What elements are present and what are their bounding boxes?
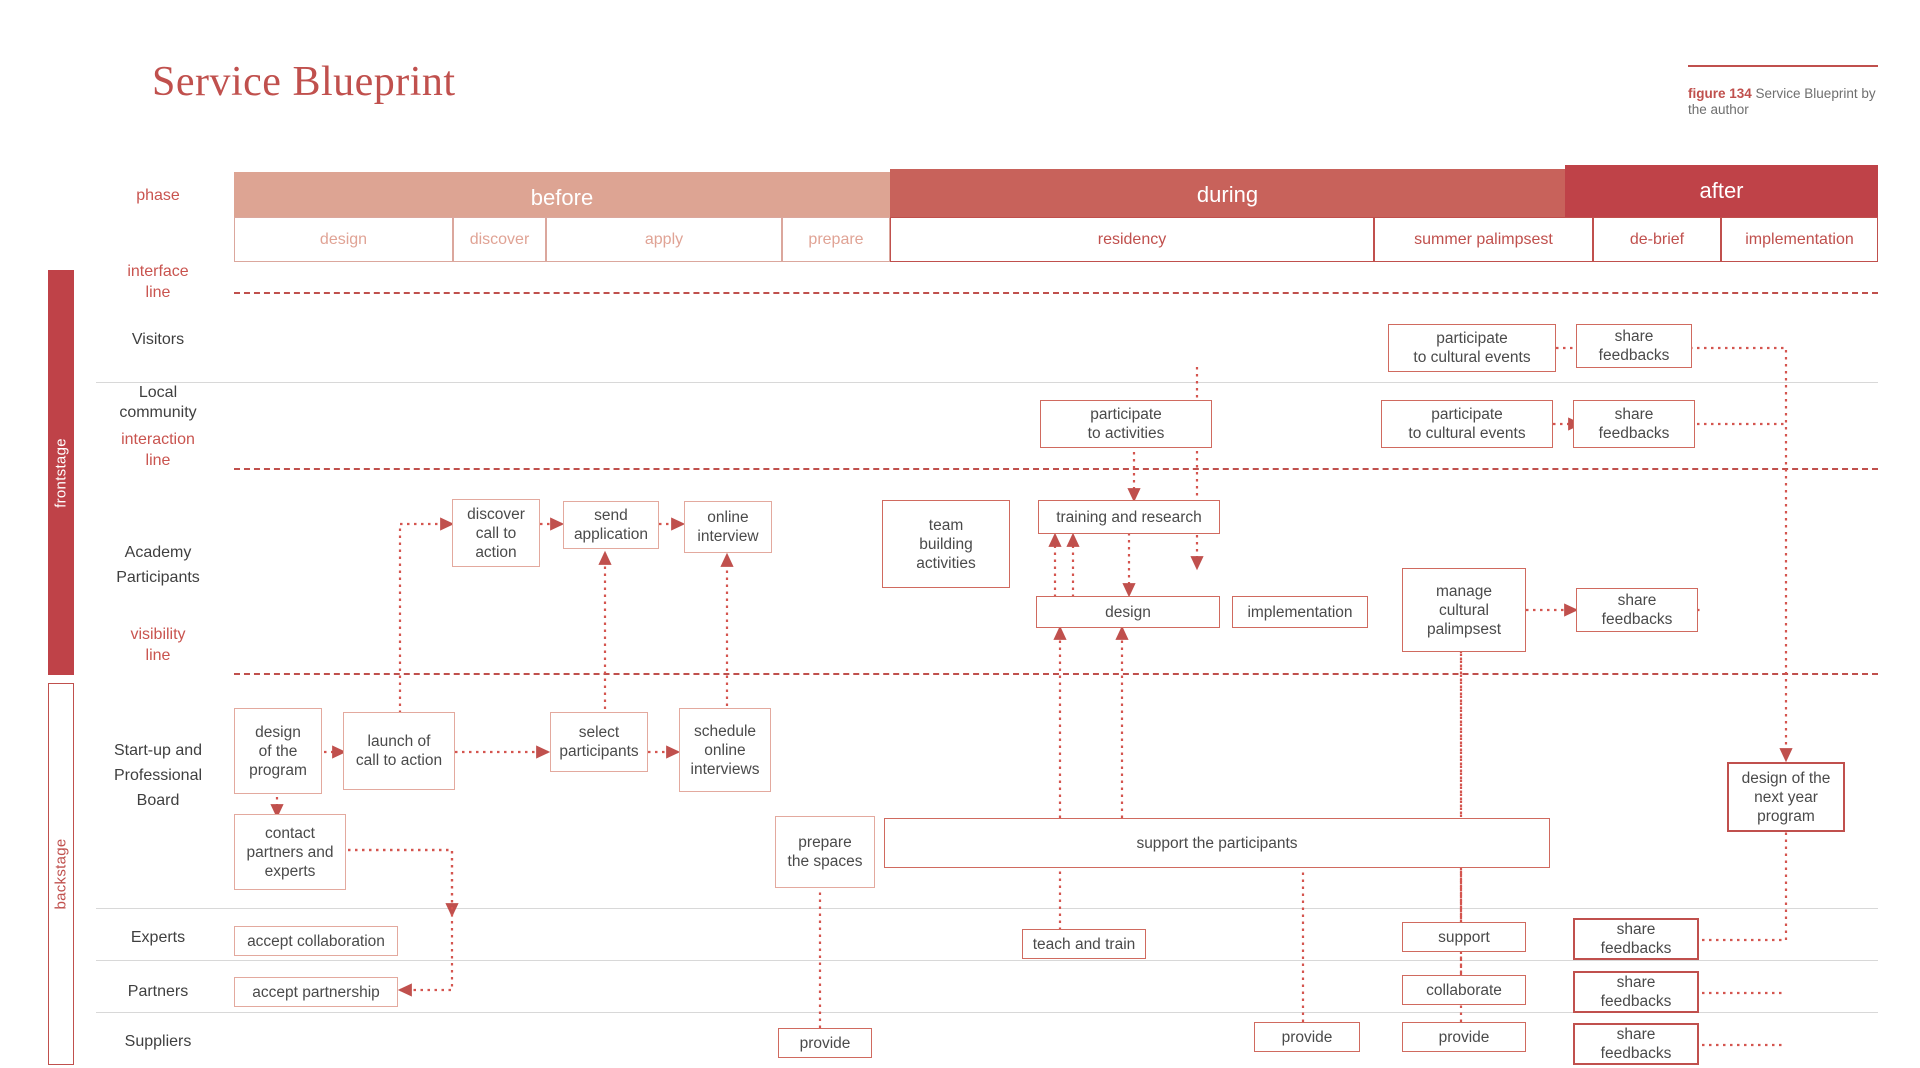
visibility-line	[234, 673, 1878, 675]
subphase-discover[interactable]: discover	[453, 217, 546, 262]
lane-label-local-2: community	[119, 404, 197, 421]
box-academy-training-research[interactable]: training and research	[1038, 500, 1220, 534]
subphase-design[interactable]: design	[234, 217, 453, 262]
row-separator-local	[96, 382, 1878, 383]
figure-caption-text: Service Blueprint by the author	[1688, 86, 1876, 117]
label-interaction-line-2: line	[145, 452, 171, 469]
box-experts-teach-train[interactable]: teach and train	[1022, 929, 1146, 959]
row-separator-partners	[96, 960, 1878, 961]
lane-label-board-3: Board	[136, 792, 180, 809]
subphase-implementation[interactable]: implementation	[1721, 217, 1878, 262]
label-visibility-line-2: line	[145, 647, 171, 664]
phase-after[interactable]: after	[1565, 165, 1878, 217]
page-title: Service Blueprint	[152, 59, 456, 105]
lane-label-local-1: Local	[138, 384, 178, 401]
box-academy-design[interactable]: design	[1036, 596, 1220, 628]
label-visibility-line-1: visibility	[130, 626, 186, 643]
box-experts-support[interactable]: support	[1402, 922, 1526, 952]
lane-label-partners: Partners	[127, 983, 189, 1000]
lane-label-academy-2: Participants	[116, 569, 200, 586]
subphase-residency[interactable]: residency	[890, 217, 1374, 262]
lane-label-board-1: Start-up and	[113, 742, 203, 759]
label-interaction-line-1: interaction	[121, 431, 195, 448]
box-partners-accept-partnership[interactable]: accept partnership	[234, 977, 398, 1007]
box-suppliers-provide-2[interactable]: provide	[1254, 1022, 1360, 1052]
box-board-support-participants[interactable]: support the participants	[884, 818, 1550, 868]
lane-label-suppliers: Suppliers	[124, 1033, 192, 1050]
figure-number: figure 134	[1688, 86, 1752, 101]
box-partners-collaborate[interactable]: collaborate	[1402, 975, 1526, 1005]
box-suppliers-provide-1[interactable]: provide	[778, 1028, 872, 1058]
phase-header: before during after design discover appl…	[234, 165, 1878, 262]
lane-label-board-2: Professional	[113, 767, 203, 784]
figure-rule	[1688, 65, 1878, 67]
subphase-prepare[interactable]: prepare	[782, 217, 890, 262]
box-experts-accept-collaboration[interactable]: accept collaboration	[234, 926, 398, 956]
stage-label-frontstage: frontstage	[52, 437, 70, 508]
box-suppliers-provide-3[interactable]: provide	[1402, 1022, 1526, 1052]
label-interface-line-2: line	[145, 284, 171, 301]
label-interface-line-1: interface	[127, 263, 189, 280]
lane-label-experts: Experts	[130, 929, 186, 946]
lane-label-academy-1: Academy	[124, 544, 192, 561]
subphase-apply[interactable]: apply	[546, 217, 782, 262]
lane-label-visitors: Visitors	[131, 331, 185, 348]
box-academy-implementation[interactable]: implementation	[1232, 596, 1368, 628]
interaction-line	[234, 468, 1878, 470]
subphase-summer-palimpsest[interactable]: summer palimpsest	[1374, 217, 1593, 262]
stage-bar-backstage: backstage	[48, 683, 74, 1065]
stage-label-backstage: backstage	[52, 838, 70, 910]
phase-during[interactable]: during	[890, 169, 1565, 221]
axis-label-phase: phase	[136, 187, 180, 204]
phase-before[interactable]: before	[234, 172, 890, 224]
stage-bar-frontstage: frontstage	[48, 270, 74, 675]
subphase-de-brief[interactable]: de-brief	[1593, 217, 1721, 262]
row-separator-experts	[96, 908, 1878, 909]
row-separator-suppliers	[96, 1012, 1878, 1013]
figure-caption: figure 134 Service Blueprint by the auth…	[1688, 86, 1898, 118]
interface-line	[234, 292, 1878, 294]
